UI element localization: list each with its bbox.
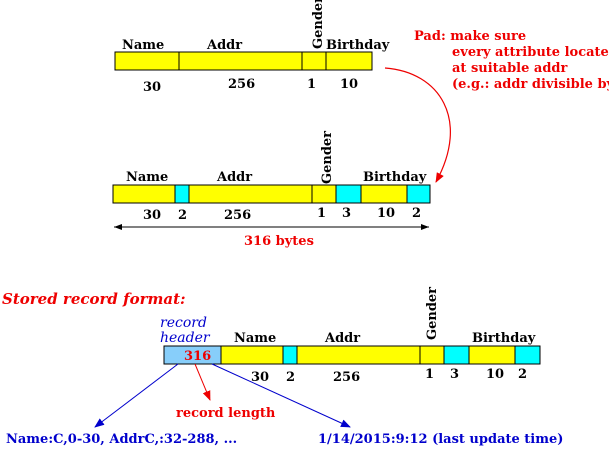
r2-gender-label: Gender <box>320 131 335 184</box>
pad-note-line-2: every attribute located <box>452 45 609 60</box>
r2-birthday-field <box>360 184 408 204</box>
r2-pad1-size: 2 <box>178 208 187 223</box>
r1-name-size: 30 <box>143 80 161 95</box>
s-name-label: Name <box>234 331 276 346</box>
pad-note-line-4: (e.g.: addr divisible by 4 <box>452 77 609 92</box>
r2-pad-2 <box>335 184 362 204</box>
r2-pad-3 <box>406 184 431 204</box>
r2-birthday-label: Birthday <box>363 170 427 185</box>
s-birthday-size: 10 <box>486 367 504 382</box>
s-birthday-label: Birthday <box>472 331 536 346</box>
s-gender-label: Gender <box>425 287 440 340</box>
r2-addr-field <box>188 184 313 204</box>
r2-pad-1 <box>174 184 190 204</box>
r1-gender-size: 1 <box>307 77 316 92</box>
pad-note-line-1: Pad: make sure <box>414 29 526 44</box>
s-addr-size: 256 <box>333 370 360 385</box>
s-gender-field <box>419 345 445 365</box>
pad-note-line-3: at suitable addr <box>452 61 568 76</box>
schema-pointer-arrow <box>94 363 179 428</box>
record-length-arrow <box>194 363 211 401</box>
s-pad2-size: 3 <box>450 367 459 382</box>
r2-gender-size: 1 <box>317 206 326 221</box>
r2-addr-size: 256 <box>224 208 251 223</box>
r2-pad3-size: 2 <box>412 206 421 221</box>
schema-pointer-label: Name:C,0-30, AddrC,:32-288, ... <box>6 432 237 447</box>
r2-birthday-size: 10 <box>377 206 395 221</box>
r2-gender-field <box>311 184 337 204</box>
s-pad-2 <box>443 345 470 365</box>
r2-total-size: 316 bytes <box>244 234 314 249</box>
timestamp-label: 1/14/2015:9:12 (last update time) <box>318 432 563 447</box>
pad-note: Pad: make sure every attribute located a… <box>384 29 609 183</box>
record-padded: Name Addr Gender Birthday 30 2 256 1 3 1… <box>112 131 431 249</box>
header-label-line-2: header <box>160 330 211 346</box>
r1-addr-size: 256 <box>228 77 255 92</box>
r1-gender-label: Gender <box>311 0 326 49</box>
r1-birthday-field <box>325 51 373 71</box>
stored-title: Stored record format: <box>2 290 186 308</box>
s-pad-1 <box>282 345 298 365</box>
r2-name-field <box>112 184 176 204</box>
r1-name-field <box>114 51 180 71</box>
stored-record: Stored record format: record header Name… <box>2 287 563 447</box>
r1-birthday-label: Birthday <box>326 38 390 53</box>
s-gender-size: 1 <box>425 367 434 382</box>
r1-gender-field <box>301 51 327 71</box>
record-header-value: 316 <box>184 349 211 364</box>
r2-name-label: Name <box>126 170 168 185</box>
s-addr-field <box>296 345 421 365</box>
r1-birthday-size: 10 <box>340 77 358 92</box>
header-label-line-1: record <box>160 315 207 331</box>
r2-addr-label: Addr <box>216 170 252 185</box>
r1-addr-field <box>178 51 303 71</box>
r2-pad2-size: 3 <box>342 206 351 221</box>
r2-name-size: 30 <box>143 208 161 223</box>
timestamp-arrow <box>211 363 351 428</box>
r1-addr-label: Addr <box>206 38 242 53</box>
s-addr-label: Addr <box>324 331 360 346</box>
record-unpadded: Name Addr Gender Birthday 30 256 1 10 <box>114 0 390 95</box>
s-name-field <box>220 345 284 365</box>
s-pad3-size: 2 <box>518 367 527 382</box>
s-pad1-size: 2 <box>286 370 295 385</box>
pad-arrow <box>384 67 451 183</box>
s-birthday-field <box>468 345 516 365</box>
s-name-size: 30 <box>251 370 269 385</box>
s-pad-3 <box>514 345 541 365</box>
r1-name-label: Name <box>122 38 164 53</box>
record-length-label: record length <box>176 406 276 421</box>
